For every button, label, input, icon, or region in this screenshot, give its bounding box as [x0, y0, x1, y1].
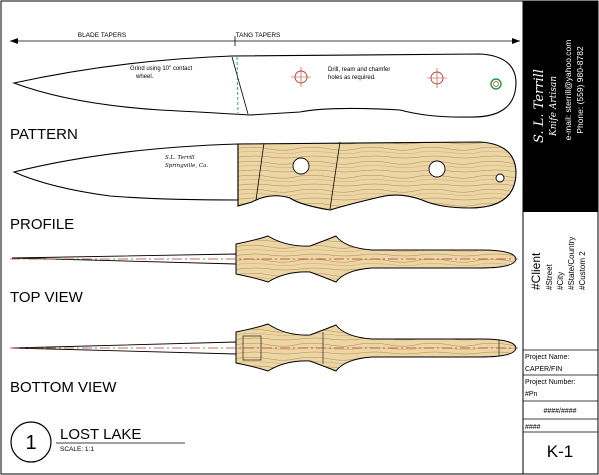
project-date: ####/####	[543, 408, 576, 415]
bottom-view-label: BOTTOM VIEW	[10, 379, 117, 396]
drill-note-line2: holes as required.	[328, 75, 376, 81]
profile-pin-hole-2	[428, 160, 446, 178]
maker-mark-line1: S.L. Terrill	[165, 155, 195, 161]
bottom-view	[10, 323, 518, 372]
client-state-country: #State/Country	[567, 237, 576, 290]
lanyard-hole-mark	[490, 78, 502, 90]
pattern-outline	[12, 53, 517, 118]
profile-view: S.L. Terrill Springville, Ca.	[12, 141, 517, 211]
blade-tapers-label: BLADE TAPERS	[78, 32, 127, 39]
project-number-value: #Pn	[525, 391, 538, 398]
project-name-label: Project Name:	[525, 354, 569, 361]
pattern-label: PATTERN	[10, 126, 78, 143]
contact-email: e-mail: sterrill@yahoo.com	[563, 40, 573, 141]
client-street: #Street	[545, 263, 554, 290]
client-custom2: #Custom 2	[578, 251, 587, 290]
profile-handle	[237, 141, 517, 211]
pin-hole-mark-2	[427, 68, 447, 88]
grind-note-line1: Grind using 10" contact	[130, 66, 192, 72]
tang-tapers-label: TANG TAPERS	[236, 32, 281, 39]
top-view	[10, 235, 518, 283]
sheet-number: K-1	[547, 442, 573, 461]
guard-guide-line	[236, 56, 239, 114]
project-name-value: CAPER/FIN	[525, 366, 562, 373]
drawing-scale: SCALE: 1:1	[60, 446, 94, 453]
signature-panel	[523, 1, 598, 212]
top-view-label: TOP VIEW	[10, 289, 84, 306]
drawing-title-text: LOST LAKE	[60, 426, 141, 443]
client-name: #Client	[529, 252, 543, 290]
client-city: #City	[556, 272, 565, 290]
title-block: S. L. Terrill Knife Artisan e-mail: ster…	[522, 0, 599, 475]
contact-phone: Phone: (559) 980-8782	[575, 46, 585, 134]
project-number-label: Project Number:	[525, 379, 576, 386]
profile-label: PROFILE	[10, 216, 74, 233]
signature-name: S. L. Terrill	[532, 69, 547, 143]
profile-lanyard-hole	[495, 173, 505, 183]
pin-hole-mark-1	[291, 67, 311, 87]
profile-pin-hole-1	[292, 157, 310, 175]
grind-line	[231, 56, 249, 115]
profile-blade	[12, 143, 239, 201]
bottom-handle	[235, 323, 517, 372]
taper-dimension: BLADE TAPERS TANG TAPERS	[10, 32, 520, 46]
revision-field: ####	[525, 424, 541, 431]
view-number: 1	[25, 432, 36, 454]
view-number-circle	[10, 421, 52, 463]
pattern-view: Grind using 10" contact wheel. Drill, re…	[12, 53, 517, 118]
drawing-title: 1 LOST LAKE SCALE: 1:1	[10, 421, 185, 463]
signature-title: Knife Artisan	[549, 76, 559, 137]
maker-mark-line2: Springville, Ca.	[165, 163, 208, 169]
drill-note-line1: Drill, ream and chamfer	[328, 67, 390, 73]
grind-note-line2: wheel.	[135, 74, 154, 80]
